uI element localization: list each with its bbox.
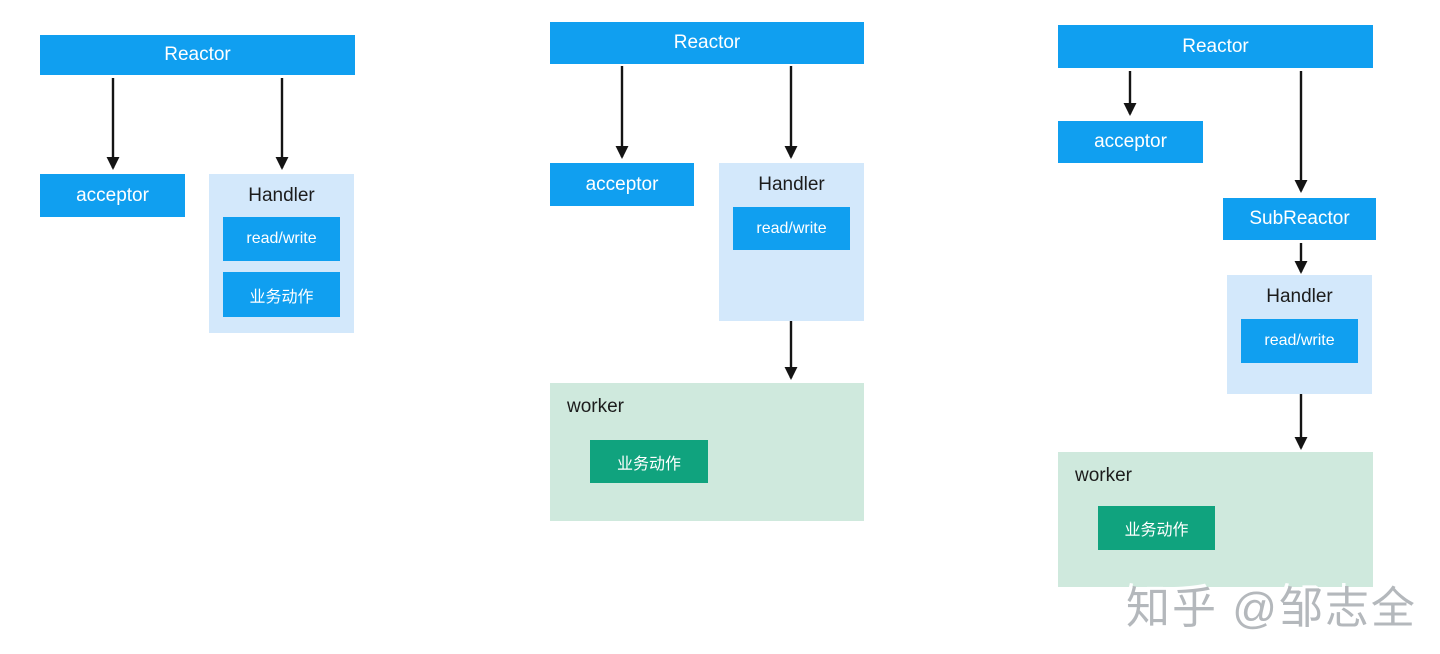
p2-handler-title: Handler [758,174,825,195]
p3-acceptor-node: acceptor [1058,121,1203,163]
p2-handler-container: Handler read/write [719,163,864,321]
p1-acceptor-node: acceptor [40,174,185,217]
p3-reactor-node: Reactor [1058,25,1373,68]
p1-reactor-node: Reactor [40,35,355,75]
p2-worker-title: worker [567,396,625,417]
p1-read-write-node: read/write [223,217,340,261]
p2-acceptor-node: acceptor [550,163,694,206]
p2-read-write-node: read/write [733,207,850,250]
p3-worker-title: worker [1075,465,1133,486]
p2-worker-container: worker 业务动作 [550,383,864,521]
p3-handler-title: Handler [1266,286,1333,307]
p3-read-write-node: read/write [1241,319,1358,363]
p1-handler-title: Handler [248,185,315,206]
p1-handler-container: Handler read/write 业务动作 [209,174,354,333]
p3-worker-container: worker 业务动作 [1058,452,1373,587]
p3-subreactor-node: SubReactor [1223,198,1376,240]
zhihu-watermark: 知乎 @邹志全 [1126,584,1417,633]
p3-business-action-node: 业务动作 [1098,506,1215,550]
p3-handler-container: Handler read/write [1227,275,1372,394]
p2-business-action-node: 业务动作 [590,440,708,483]
p2-reactor-node: Reactor [550,22,864,64]
p1-business-action-node: 业务动作 [223,272,340,317]
